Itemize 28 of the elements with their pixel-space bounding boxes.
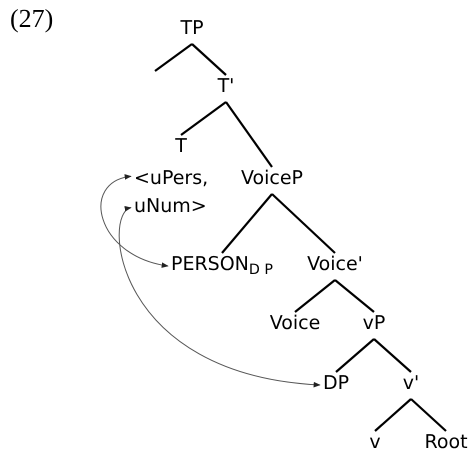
tree-node-label: VoiceP xyxy=(240,164,304,192)
tree-branch xyxy=(294,279,336,313)
tree-branch xyxy=(225,101,273,168)
tree-node-label: <uPers, uNum> xyxy=(134,164,226,220)
tree-branch xyxy=(180,101,227,136)
tree-branch xyxy=(271,193,336,254)
tree-branch xyxy=(374,398,412,432)
tree-branch xyxy=(335,338,375,373)
tree-node-label: vP xyxy=(362,309,386,337)
tree-branch xyxy=(191,43,227,76)
tree-node-label: v xyxy=(369,428,381,452)
tree-node-label: T' xyxy=(218,72,234,100)
tree-branch xyxy=(410,398,447,432)
tree-node-label: T xyxy=(175,132,187,160)
movement-arrow xyxy=(100,175,169,268)
tree-node-label: PERSON$_{D P}$ xyxy=(171,250,273,278)
tree-node-label: Root xyxy=(424,428,468,452)
tree-node-label: v' xyxy=(402,369,420,397)
example-number: (27) xyxy=(10,6,54,32)
tree-branch xyxy=(334,279,375,313)
tree-node-label: Voice' xyxy=(307,250,363,278)
tree-node-label: DP xyxy=(322,369,350,397)
movement-arrow xyxy=(118,207,321,388)
tree-branch xyxy=(154,43,193,72)
tree-branch xyxy=(373,338,412,373)
tree-node-label: TP xyxy=(180,14,204,42)
tree-branch xyxy=(221,193,273,254)
tree-node-label: Voice xyxy=(270,309,320,337)
